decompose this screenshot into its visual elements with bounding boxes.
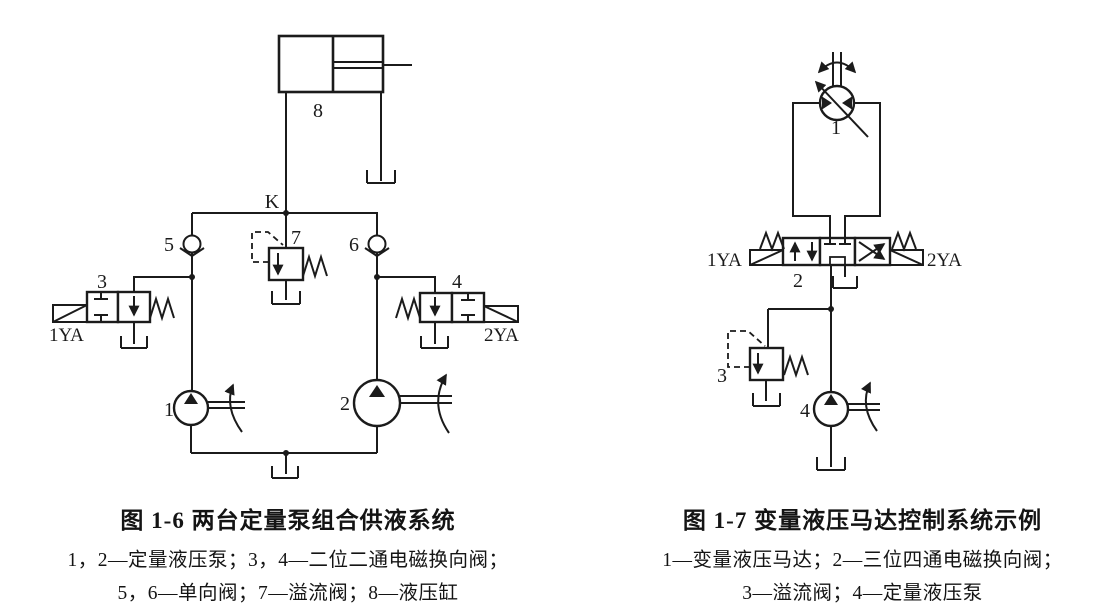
rotation-arrow-icon	[436, 373, 450, 434]
label-pump-2: 2	[340, 393, 350, 415]
blocked-port-icon	[94, 292, 108, 300]
label-node-k: K	[265, 191, 280, 213]
hydraulic-circuit-diagrams: 8 K 5 6 7 3 4 1YA 2YA 1 2	[49, 34, 962, 479]
label-relief-3: 3	[717, 365, 727, 387]
rotation-arrow-icon	[861, 381, 878, 432]
figure-1-6-diagram: 8 K 5 6 7 3 4 1YA 2YA 1 2	[49, 34, 519, 479]
motor-loop-lines	[792, 102, 881, 238]
blocked-port-icon	[829, 256, 846, 266]
spring-icon	[783, 353, 809, 379]
hydraulic-cylinder-8	[277, 34, 412, 213]
rotation-arrow-icon	[224, 383, 243, 433]
label-check-5: 5	[164, 234, 174, 256]
tank-icon	[366, 170, 396, 184]
spring-icon	[891, 230, 917, 252]
figure-1-7-caption-line2: 3—溢流阀；4—定量液压泵	[742, 583, 983, 604]
blocked-port-icon	[94, 314, 108, 322]
label-relief-7: 7	[291, 227, 301, 249]
tank-icon	[271, 466, 299, 479]
figure-1-7-diagram: 1 1YA 2YA 2 3 4	[707, 52, 962, 471]
tank-icon	[832, 276, 858, 289]
blocked-port-icon	[461, 314, 475, 322]
label-cylinder-8: 8	[313, 100, 323, 122]
bidirectional-rotation-icon	[817, 61, 857, 74]
check-valve-6	[364, 213, 390, 380]
label-check-6: 6	[349, 234, 359, 256]
blocked-port-icon	[824, 238, 836, 245]
spring-icon	[395, 295, 421, 322]
pump-2	[352, 373, 452, 453]
label-solenoid-2ya: 2YA	[927, 250, 962, 271]
pump-4	[812, 381, 880, 471]
label-solenoid-1ya: 1YA	[49, 325, 84, 346]
pump-1	[172, 383, 245, 453]
directional-valve-2	[749, 230, 924, 289]
figure-1-7-caption-line1: 1—变量液压马达；2—三位四通电磁换向阀；	[662, 550, 1063, 571]
label-pump-4: 4	[800, 400, 810, 422]
blocked-port-icon	[839, 238, 851, 245]
variable-motor-1	[814, 52, 869, 138]
tank-icon	[120, 336, 148, 349]
solenoid-valve-4	[378, 276, 519, 349]
label-valve-3: 3	[97, 271, 107, 293]
spring-icon	[759, 230, 785, 252]
tank-icon	[420, 336, 449, 349]
label-pump-1: 1	[164, 399, 174, 421]
spring-icon	[149, 295, 175, 322]
blocked-port-icon	[461, 293, 475, 301]
figure-1-7-title: 图 1-7 变量液压马达控制系统示例	[682, 508, 1043, 533]
solenoid-icon	[483, 305, 519, 323]
figure-1-6-title: 图 1-6 两台定量泵组合供液系统	[120, 508, 456, 533]
relief-valve-7	[251, 213, 328, 305]
label-solenoid-1ya: 1YA	[707, 250, 742, 271]
figure-1-6-caption-line1: 1，2—定量液压泵；3，4—二位二通电磁换向阀；	[67, 550, 509, 571]
solenoid-valve-3	[52, 276, 192, 349]
tank-icon	[271, 291, 301, 305]
pressure-line	[768, 265, 834, 392]
label-valve-4: 4	[452, 271, 462, 293]
label-motor-1: 1	[831, 117, 841, 139]
label-valve-2: 2	[793, 270, 803, 292]
relief-valve-3	[727, 309, 809, 407]
pilot-line	[727, 330, 766, 368]
spring-icon	[302, 253, 328, 280]
variable-arrow-icon	[814, 80, 869, 138]
label-solenoid-2ya: 2YA	[484, 325, 519, 346]
suction-line-tank	[191, 450, 377, 479]
solenoid-icon	[749, 249, 784, 266]
pilot-line	[251, 231, 284, 263]
check-valve-5	[179, 213, 205, 391]
solenoid-icon	[52, 304, 88, 323]
tank-icon	[816, 457, 846, 471]
solenoid-icon	[889, 249, 924, 266]
figure-1-6-caption-line2: 5，6—单向阀；7—溢流阀；8—液压缸	[117, 583, 459, 604]
tank-icon	[752, 393, 781, 407]
